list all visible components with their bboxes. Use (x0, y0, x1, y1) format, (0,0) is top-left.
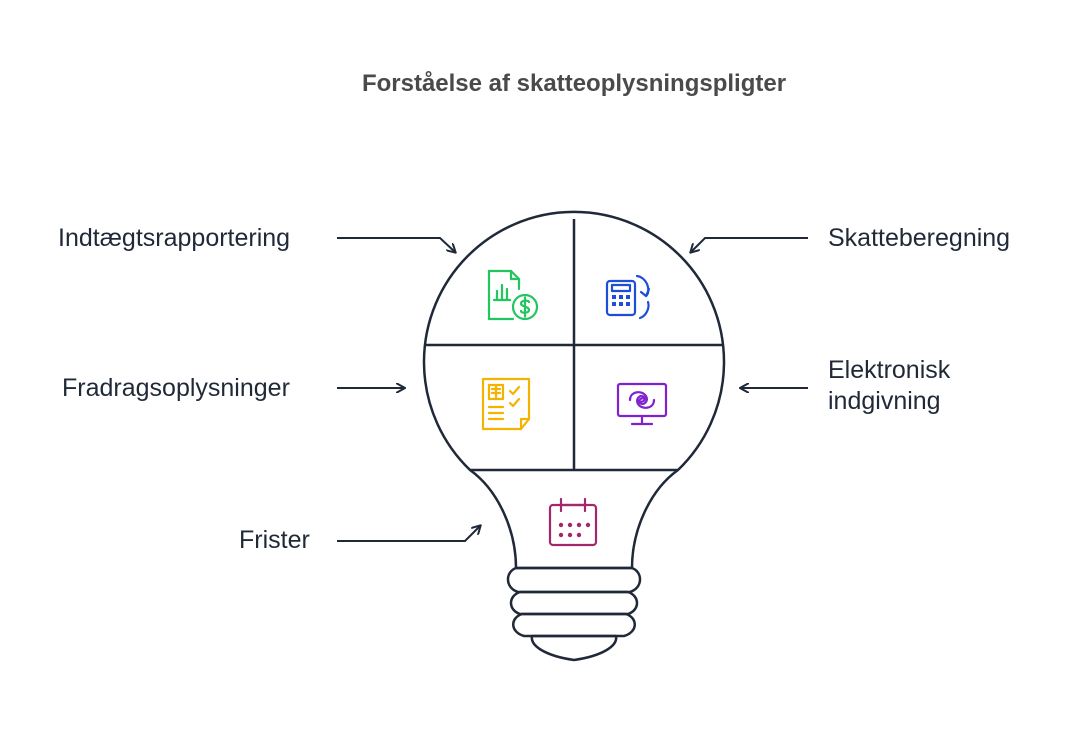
document-chart-dollar-icon (487, 269, 539, 321)
label-deduction-info: Fradragsoplysninger (62, 374, 290, 402)
label-income-reporting: Indtægtsrapportering (58, 224, 291, 252)
arrow-deadlines (337, 526, 480, 542)
label-electronic-filing: Elektronisk indgivning (828, 355, 950, 417)
checklist-document-icon (481, 377, 531, 431)
label-tax-calculation: Skatteberegning (828, 224, 1011, 252)
bulb-base (506, 566, 642, 662)
arrow-income (337, 237, 455, 252)
label-electronic-filing-line1: Elektronisk (828, 356, 951, 384)
page-title: Forståelse af skatteoplysningspligter (361, 70, 787, 97)
arrows (337, 237, 808, 542)
calendar-icon (548, 497, 598, 547)
label-electronic-filing-line2: indgivning (828, 387, 941, 415)
arrow-tax (691, 237, 808, 252)
bulb-outline (422, 210, 726, 570)
label-deadlines: Frister (239, 526, 310, 554)
calculator-refresh-icon (605, 274, 651, 320)
monitor-swirl-icon (616, 382, 668, 426)
